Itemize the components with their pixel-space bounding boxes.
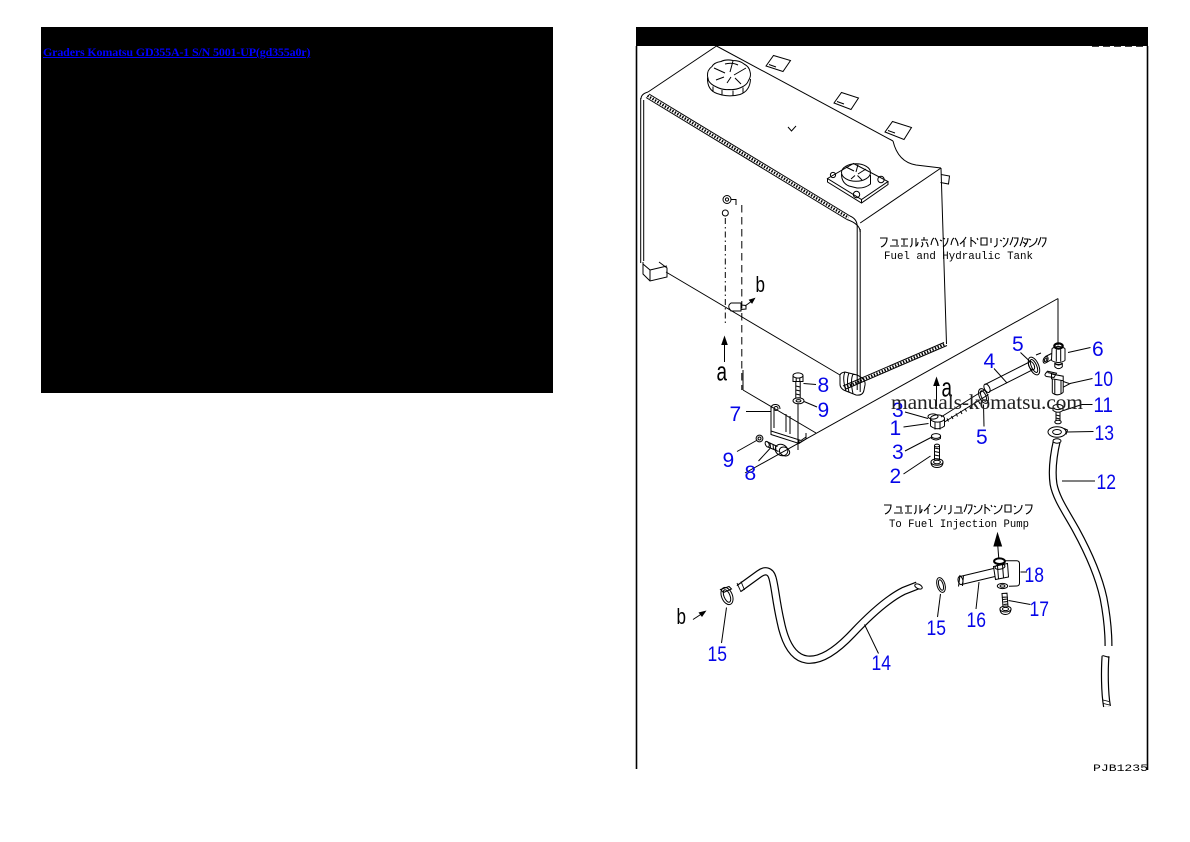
- svg-text:b: b: [677, 604, 687, 629]
- svg-text:b: b: [756, 272, 766, 297]
- svg-text:5: 5: [976, 426, 988, 449]
- svg-text:To Fuel Injection Pump: To Fuel Injection Pump: [889, 519, 1029, 531]
- svg-text:9: 9: [818, 399, 830, 422]
- svg-text:manuals-komatsu.com: manuals-komatsu.com: [891, 390, 1083, 414]
- svg-text:9: 9: [723, 449, 735, 472]
- svg-text:PJB1235: PJB1235: [1093, 763, 1148, 775]
- svg-text:10: 10: [1094, 368, 1114, 391]
- svg-text:8: 8: [818, 374, 830, 397]
- svg-text:7: 7: [730, 403, 742, 426]
- svg-text:Fuel and Hydraulic Tank: Fuel and Hydraulic Tank: [884, 251, 1033, 263]
- svg-text:a: a: [942, 373, 953, 403]
- svg-text:3: 3: [892, 441, 904, 464]
- svg-text:17: 17: [1030, 598, 1050, 621]
- svg-text:12: 12: [1097, 471, 1117, 494]
- svg-text:2: 2: [890, 465, 902, 488]
- svg-text:15: 15: [708, 643, 728, 666]
- svg-text:14: 14: [872, 652, 892, 675]
- svg-text:16: 16: [967, 609, 987, 632]
- svg-text:6: 6: [1092, 338, 1104, 361]
- svg-text:3: 3: [892, 399, 904, 422]
- svg-text:15: 15: [927, 617, 947, 640]
- svg-text:1: 1: [890, 417, 902, 440]
- svg-text:8: 8: [745, 462, 757, 485]
- svg-text:5: 5: [1012, 333, 1024, 356]
- svg-text:11: 11: [1094, 394, 1114, 417]
- svg-text:4: 4: [984, 350, 996, 373]
- svg-text:a: a: [717, 357, 728, 387]
- svg-text:13: 13: [1095, 422, 1115, 445]
- svg-text:18: 18: [1025, 564, 1045, 587]
